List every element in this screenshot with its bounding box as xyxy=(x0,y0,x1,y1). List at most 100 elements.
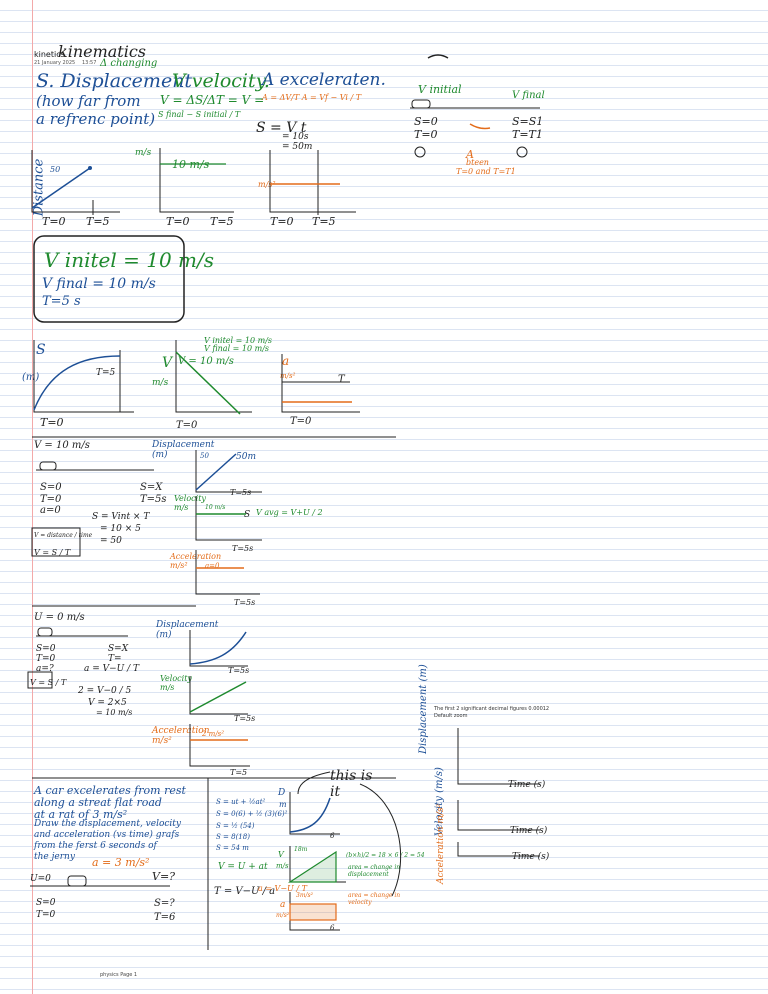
problem-l5: and acceleration (vs time) grafs xyxy=(34,830,180,840)
row3-vel: Velocity m/s xyxy=(174,494,206,512)
row2-t0: T=0 xyxy=(40,416,64,429)
row3-t5c: T=5s xyxy=(234,598,256,607)
problem-s: S=? xyxy=(154,898,175,909)
row3-ts: T=5s xyxy=(140,494,167,505)
problem-a3: 3m/s² xyxy=(296,892,314,899)
page-date: 21 January 2025 xyxy=(34,60,76,66)
problem-s0: S=0 xyxy=(36,898,56,908)
v-final-label: V final xyxy=(512,90,545,101)
problem-disp-curve xyxy=(289,797,331,833)
problem-arrow xyxy=(297,771,331,795)
problem-work3: S = ½ (54) xyxy=(216,822,255,830)
v-initial-label: V initial xyxy=(418,83,462,96)
row4-t5a: T=5s xyxy=(228,666,250,675)
acceleration-formula: A = ΔV/T A = Vf − Vi / T xyxy=(262,93,362,102)
a-note2: bteen xyxy=(466,158,489,167)
margin-line xyxy=(32,0,33,994)
velocity-formula: V = ΔS/ΔT = V = xyxy=(160,93,265,107)
problem-vel-area xyxy=(287,850,337,883)
displacement-line2: a refrenc point) xyxy=(36,110,156,128)
g2-xlabel: Time (s) xyxy=(510,826,548,836)
s-equation: S = V t xyxy=(256,120,307,136)
problem-ms2: m/s² xyxy=(276,912,290,919)
row2-ms: m/s xyxy=(152,378,169,388)
problem-acc-area xyxy=(289,903,337,921)
problem-l3: at a rat of 3 m/s² xyxy=(34,808,128,821)
problem-work2: S = 0(6) + ½ (3)(6)² xyxy=(216,810,288,818)
velocity-note: Δ changing xyxy=(100,58,158,69)
problem-work1: S = ut + ½at² xyxy=(216,798,266,806)
disp-t5: T=5 xyxy=(86,215,110,228)
problem-v18: 18m xyxy=(294,846,308,853)
disp-line xyxy=(31,167,91,209)
row4-disp: Displacement (m) xyxy=(156,620,219,640)
problem-a: a = 3 m/s² xyxy=(92,856,150,869)
right-panel-axes xyxy=(457,728,540,857)
watch-icon-2 xyxy=(516,146,528,158)
row3-s0: S=0 xyxy=(40,482,62,493)
a-note1: A xyxy=(466,148,474,161)
problem-aeq: a = V−U / T xyxy=(258,884,307,893)
velocity-unit: m/s xyxy=(135,148,152,158)
row2-axes xyxy=(33,340,360,413)
problem-m: m xyxy=(279,800,287,809)
row3-disp-line xyxy=(195,453,237,491)
row3-car xyxy=(39,461,57,471)
problem-l2: along a streat flat road xyxy=(34,796,162,809)
row3-s-axis: S xyxy=(244,510,251,520)
row4-car xyxy=(37,627,53,637)
row4-eq2: 2 = V−0 / 5 xyxy=(78,686,132,696)
row4-box: V = S / T xyxy=(30,678,67,687)
velocity-formula2: S final − S initial / T xyxy=(158,110,241,119)
problem-work6: V = U + at xyxy=(218,862,268,872)
row4-s0: S=0 xyxy=(36,644,56,654)
row3-d50: 50 xyxy=(200,452,209,460)
row3-v: V = 10 m/s xyxy=(34,440,90,451)
vel-t0: T=0 xyxy=(166,215,190,228)
row2-t0b: T=0 xyxy=(176,420,198,431)
row3-box2: V = S / T xyxy=(34,548,71,557)
displacement-point-label: 50 xyxy=(50,165,61,174)
g1-xlabel: Time (s) xyxy=(508,780,546,790)
row3-vavg: V avg = V+U / 2 xyxy=(256,508,323,517)
row4-accval: 2 m/s² xyxy=(202,730,225,738)
row4-sx: S=X xyxy=(108,644,129,654)
acc-t5: T=5 xyxy=(312,215,336,228)
acc-t0: T=0 xyxy=(270,215,294,228)
displacement-line1: (how far from xyxy=(36,92,141,110)
row4-disp-curve xyxy=(189,631,247,665)
vel-t5: T=5 xyxy=(210,215,234,228)
page-footer: physics Page 1 xyxy=(100,972,138,978)
problem-car xyxy=(67,875,87,887)
row3-t5b: T=5s xyxy=(232,544,254,553)
problem-t6a: 6 xyxy=(330,832,335,840)
row2-vval: V = 10 m/s xyxy=(178,356,234,367)
s-value2: = 50m xyxy=(282,142,313,152)
row3-sx: S=X xyxy=(140,482,163,493)
page-time: 13:57 xyxy=(82,60,97,66)
car-s1: S=S1 xyxy=(512,115,544,128)
row4-axes xyxy=(27,630,250,767)
s-value1: = 10s xyxy=(282,132,309,142)
row2-t0c: T=0 xyxy=(290,416,312,427)
box-line1: V initel = 10 m/s xyxy=(44,248,214,272)
problem-albl: a xyxy=(280,900,286,910)
row4-eq4: = 10 m/s xyxy=(96,708,133,717)
problem-t6b: 6 xyxy=(330,924,335,932)
row2-vel-line xyxy=(175,351,241,415)
problem-t0: T=0 xyxy=(36,910,56,920)
problem-vlbl: V xyxy=(278,850,284,859)
problem-arc xyxy=(359,783,402,897)
problem-l7: the jerny xyxy=(34,852,75,862)
row2-vfin: V final = 10 m/s xyxy=(204,344,270,353)
row2-curve xyxy=(33,355,121,411)
problem-work5: S = 54 m xyxy=(216,844,249,852)
row3-dispval: 50m xyxy=(236,452,256,462)
row3-a0b: a=0 xyxy=(205,562,220,570)
problem-work4: S = 8(18) xyxy=(216,833,250,841)
right-note: The first 2 significant decimal figures … xyxy=(434,706,550,712)
problem-l1: A car excelerates from rest xyxy=(34,784,186,797)
row4-t5c: T=5 xyxy=(230,768,248,777)
velocity-heading: V velocity. xyxy=(172,70,270,92)
row4-eq1: a = V−U / T xyxy=(84,664,140,674)
